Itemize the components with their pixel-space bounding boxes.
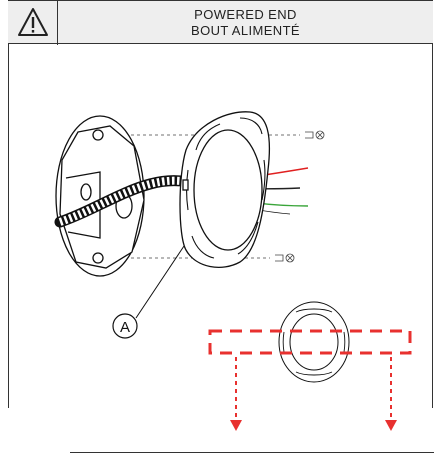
alignment-guide-red xyxy=(208,329,412,355)
header-title: POWERED END BOUT ALIMENTÉ xyxy=(58,7,433,39)
instruction-frame xyxy=(8,0,433,408)
title-english: POWERED END xyxy=(194,7,297,22)
flexible-conduit xyxy=(54,175,194,228)
callout-a-circle xyxy=(112,313,138,339)
arrow-down-icon xyxy=(230,357,242,431)
title-french: BOUT ALIMENTÉ xyxy=(191,23,300,38)
arrow-down-icon xyxy=(385,357,397,431)
mounting-plate xyxy=(179,111,271,268)
callout-a-leader xyxy=(135,245,185,319)
plate-top-view xyxy=(278,301,350,383)
footer-divider xyxy=(70,452,434,453)
screw-icon xyxy=(275,253,295,263)
screw-icon xyxy=(305,130,325,140)
instruction-header: POWERED END BOUT ALIMENTÉ xyxy=(8,0,433,45)
warning-triangle-icon xyxy=(18,8,48,36)
callout-a-label: A xyxy=(120,319,130,336)
warning-box xyxy=(8,1,58,45)
